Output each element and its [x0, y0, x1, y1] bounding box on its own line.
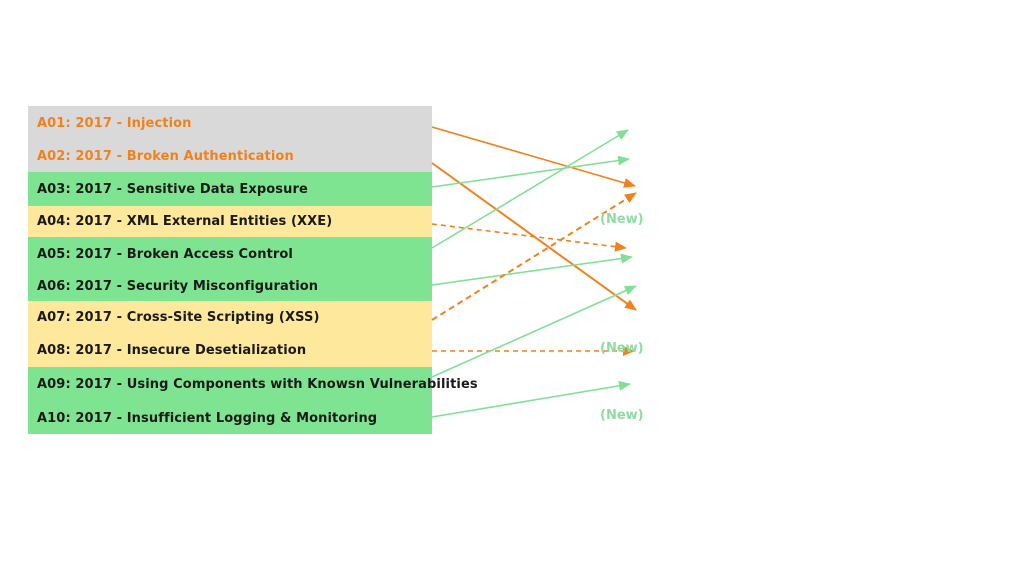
- item-label: A01: 2017 - Injection: [37, 115, 192, 131]
- new-label-1: (New): [600, 212, 644, 227]
- list-item-a07: A07: 2017 - Cross-Site Scripting (XSS): [28, 301, 432, 334]
- item-label: A04: 2017 - XML External Entities (XXE): [37, 214, 333, 229]
- list-item-a02: A02: 2017 - Broken Authentication: [28, 140, 432, 172]
- list-item-a06: A06: 2017 - Security Misconfiguration: [28, 271, 432, 301]
- list-item-a09: A09: 2017 - Using Components with Knowsn…: [28, 367, 478, 402]
- list-item-a08: A08: 2017 - Insecure Desetialization: [28, 334, 432, 367]
- item-label: A10: 2017 - Insufficient Logging & Monit…: [37, 410, 378, 426]
- list-item-a01: A01: 2017 - Injection: [28, 106, 432, 140]
- owasp-2017-list: A01: 2017 - Injection A02: 2017 - Broken…: [28, 106, 478, 434]
- list-item-a04: A04: 2017 - XML External Entities (XXE): [28, 206, 432, 237]
- item-label: A02: 2017 - Broken Authentication: [37, 148, 294, 164]
- arrow-a09: [431, 285, 637, 378]
- item-label: A05: 2017 - Broken Access Control: [37, 246, 293, 262]
- arrow-a01: [431, 126, 636, 188]
- arrow-a05: [431, 129, 629, 249]
- arrow-a07: [431, 192, 637, 321]
- item-label: A03: 2017 - Sensitive Data Exposure: [37, 181, 308, 197]
- list-item-a10: A10: 2017 - Insufficient Logging & Monit…: [28, 402, 432, 434]
- arrow-a10: [431, 380, 631, 418]
- new-label-2: (New): [600, 341, 644, 356]
- list-item-a05: A05: 2017 - Broken Access Control: [28, 237, 432, 271]
- item-label: A09: 2017 - Using Components with Knowsn…: [37, 377, 478, 392]
- arrow-a06: [431, 253, 633, 286]
- new-label-3: (New): [600, 408, 644, 423]
- arrow-a03: [431, 155, 630, 188]
- list-item-a03: A03: 2017 - Sensitive Data Exposure: [28, 172, 432, 206]
- arrow-a04: [431, 223, 627, 252]
- item-label: A06: 2017 - Security Misconfiguration: [37, 278, 319, 294]
- item-label: A07: 2017 - Cross-Site Scripting (XSS): [37, 310, 320, 325]
- item-label: A08: 2017 - Insecure Desetialization: [37, 343, 307, 358]
